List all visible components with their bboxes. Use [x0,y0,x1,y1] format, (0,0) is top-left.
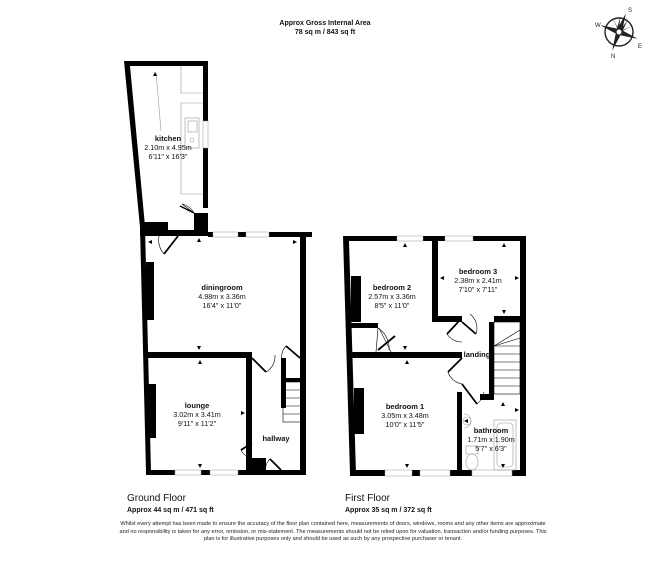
diningroom-window [245,231,270,238]
room-label-bathroom: bathroom 1.71m x 1.90m 5'7" x 6'3" [467,426,515,453]
compass-label-n: N [611,54,615,59]
room-label-lounge: lounge 3.02m x 3.41m 9'11" x 11'2" [173,401,221,428]
diningroom-window [212,231,239,238]
compass-label-e: E [638,44,642,50]
disclaimer-text: Whilst every attempt has been made to en… [119,521,547,543]
kitchen-fixtures [155,66,203,195]
ground-floor-title: Ground Floor [127,493,186,504]
gross-area-value: 78 sq m / 843 sq ft [294,29,356,36]
bedroom1-window [419,469,451,477]
bedroom1-window [384,469,413,477]
room-label-bedroom-3: bedroom 3 2.38m x 2.41m 7'10" x 7'11" [454,267,502,294]
first-floor-plan [343,235,526,477]
gross-area-header: Approx Gross Internal Area 78 sq m / 843… [0,19,650,37]
hallway-stairs [282,381,302,423]
dimension-arrow [153,72,157,76]
room-label-diningroom: diningroom 4.98m x 3.36m 16'4" x 11'0" [198,283,246,310]
landing-stairs [493,321,521,395]
first-floor-area: Approx 35 sq m / 372 sq ft [345,507,432,514]
compass-label-w: W [595,23,601,29]
first-floor-doors [375,313,485,405]
room-label-bedroom-2: bedroom 2 2.57m x 3.36m 8'5" x 11'0" [368,283,416,310]
ground-floor-plan [124,61,312,476]
ground-floor-area: Approx 44 sq m / 471 sq ft [127,507,214,514]
room-label-kitchen: kitchen 2.10m x 4.95m 6'11" x 16'3" [144,134,192,161]
room-label-bedroom-1: bedroom 1 3.05m x 3.48m 10'0" x 11'5" [381,402,429,429]
bathroom-window [471,469,513,477]
first-floor-title: First Floor [345,493,390,504]
dimension-arrow [153,225,157,229]
compass-label-s: S [628,8,632,14]
bedroom3-window [444,235,474,242]
bedroom2-window [396,235,424,242]
compass-rose-icon: S W N E [595,8,642,59]
hallway-walls [246,352,303,472]
door-swing [158,235,165,255]
bathroom-fixtures [462,413,517,471]
lounge-window [174,469,202,476]
room-label-landing: landing [463,350,491,359]
kitchen-window [202,120,209,149]
lounge-window [209,469,239,476]
dimension-arrows [148,238,297,468]
gross-area-title: Approx Gross Internal Area [279,20,371,27]
dimension-arrows [403,243,519,468]
room-label-hallway: hallway [262,434,290,443]
